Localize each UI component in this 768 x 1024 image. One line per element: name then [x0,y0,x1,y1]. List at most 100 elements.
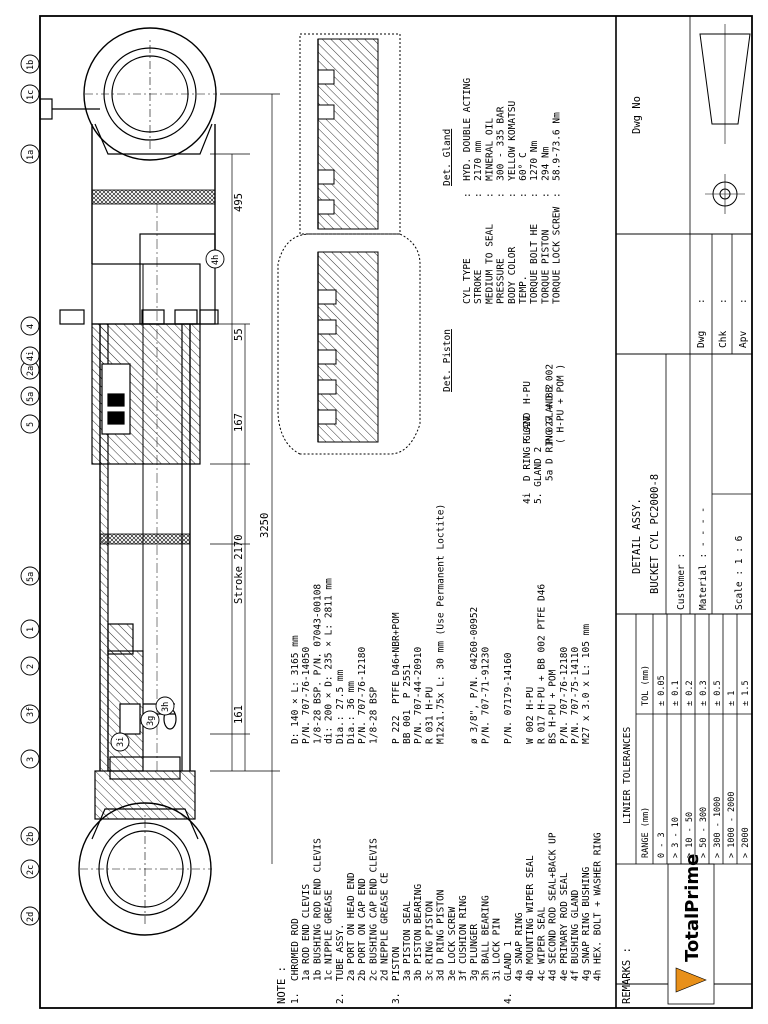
material-label: Material : - - - - [698,507,709,610]
svg-text:3: 3 [26,757,36,762]
title-line-2: BUCKET CYL PC2000-8 [649,474,661,594]
svg-text:1c: 1c [26,90,36,100]
note-item: 3i LOCK PIN [492,918,503,1004]
chk-label: Chk [718,331,729,348]
note-item: 3. PISTON [391,947,402,1004]
note-item: 3b PISTON BEARING [413,884,424,1004]
cylinder-spec-value: : 1270 Nm [529,141,540,198]
svg-text:4: 4 [26,324,36,329]
spec-item: D: 140 × L: 3165 mm [290,635,301,744]
tolerance-col-tol: TOL (mm) [641,665,651,706]
tolerance-value-cell: ± 1.5 [741,680,751,706]
projection-symbol [699,24,751,214]
tolerance-range-cell: > 2000 [741,827,751,858]
dim-stroke: Stroke 2170 [233,534,245,604]
gland-item: 4i D RING GLAND [522,412,533,504]
dimension-lines [210,93,280,864]
spec-item: P/N. 707-75-14110 [570,646,581,744]
company-logo: TotalPrime [667,854,715,1005]
spec-item: di: 200 × D: 235 × L: 2811 mm [324,578,335,744]
scale-label: Scale : 1 : 6 [734,535,745,610]
note-item: 3e LOCK SCREW [447,906,458,1004]
spec-item: P/N. 707-76-12180 [559,646,570,744]
cylinder-spec-value: : 300 - 335 BAR [496,106,507,198]
chk-colon: : [718,298,729,304]
tolerance-title: LINIER TOLERANCES [622,726,633,824]
cylinder-spec-value: : MINERAL OIL [484,118,495,198]
note-item: 3h BALL BEARING [480,895,491,1004]
svg-text:5: 5 [26,422,36,427]
apv-label: Apv [738,331,749,348]
spec-item: Dia.: 27.5 mm [335,669,346,744]
svg-text:1a: 1a [26,150,36,160]
spec-item: BB 001 P 2551 [402,664,413,744]
note-item: 4. GLAND 1 [503,941,514,1004]
note-item: 1. CHROMED ROD [290,918,301,1004]
svg-text:1b: 1b [26,60,36,70]
remarks-label: REMARKS : [621,947,633,1004]
piston-seal-item: P 027 + BB 002 [544,364,555,444]
notes-list: 1. CHROMED ROD 1a ROD END CLEVIS 1b BUSH… [290,832,603,1004]
piston-seal-item: P 027 H-PU [522,381,533,444]
tolerance-value-cell: ± 0.2 [685,680,695,706]
detail-piston-label: Det. Piston [442,329,453,392]
spec-item: Dia.: 36 mm [346,681,357,744]
svg-text:2d: 2d [26,912,36,922]
tolerance-value-cell: ± 0.5 [713,680,723,706]
cylinder-spec-label: STROKE [473,269,484,304]
detail-gland-label: Det. Gland [442,129,453,186]
spec-item: R 031 H-PU [424,687,435,744]
spec-item: P/N. 707-44-20910 [413,646,424,744]
note-item: 3c RING PISTON [424,901,435,1004]
note-item: 1a ROD END CLEVIS [301,884,312,1004]
tolerance-range-cell: 0 - 3 [657,832,667,858]
note-item: 4f BUSHING GLAND [570,889,581,1004]
note-item: 1b BUSHING ROD END CLEVIS [312,838,323,1004]
note-item: 3g PLUNGER [469,924,480,1004]
apv-colon: : [738,298,749,304]
svg-text:5a: 5a [26,572,36,582]
cylinder-spec-value: : 294 Nm [540,146,551,198]
cylinder-assembly [39,27,219,936]
spec-item: M27 x 3.0 x L: 105 mm [581,624,592,744]
tolerance-value-cell: ± 1 [727,691,737,706]
note-item: 4a SNAP RING [514,912,525,1004]
svg-text:5a: 5a [26,392,36,402]
tolerance-col-range: RANGE (mm) [641,807,651,858]
note-item: 4g SNAP RING BUSHING [581,866,592,1004]
customer-label: Customer : [676,553,687,610]
cylinder-spec-value: : 58.9-73.6 Nm [552,112,563,198]
svg-text:3i: 3i [116,737,126,747]
tolerance-value-cell: ± 0.1 [671,680,681,706]
tolerance-range-cell: > 1000 - 2000 [727,791,737,858]
title-line-1: DETAIL ASSY. [631,498,643,574]
tolerance-range-cell: > 50 - 300 [699,807,709,858]
dim-55: 55 [233,328,245,341]
note-item: 2d NEPPLE GREASE CE [380,872,391,1004]
cylinder-spec-value: : 60° C [518,152,529,198]
part-balloons [20,54,225,926]
note-item: 4b MOUNTING WIPER SEAL [525,855,536,1004]
piston-seal-item: ( H-PU + POM ) [556,364,567,444]
dim-161: 161 [233,705,245,724]
svg-text:2b: 2b [26,832,36,842]
spec-item: BS H-PU + POM [548,669,559,744]
svg-text:4i: 4i [26,351,36,361]
cylinder-spec-label: TORQUE LOCK SCREW [552,206,563,304]
note-item: 2b PORT ON CAP END [357,878,368,1004]
detail-gland [299,33,401,235]
spec-item: M12x1.75x L: 30 mm (Use Permanent Loctit… [436,504,447,744]
note-item: 3a PISTON SEAL [402,901,413,1004]
svg-text:4h: 4h [211,255,221,265]
spec-item: 1/8-28 BSP. P/N. 07043-00108 [312,584,323,744]
tolerance-range-cell: > 300 - 1000 [713,797,723,858]
cylinder-spec-value: : HYD. DOUBLE ACTING [462,78,473,198]
dwg-label: Dwg [696,331,707,348]
note-item: 3f CUSHION RING [458,895,469,1004]
note-item: 4d SECOND ROD SEAL+BACK UP [548,832,559,1004]
